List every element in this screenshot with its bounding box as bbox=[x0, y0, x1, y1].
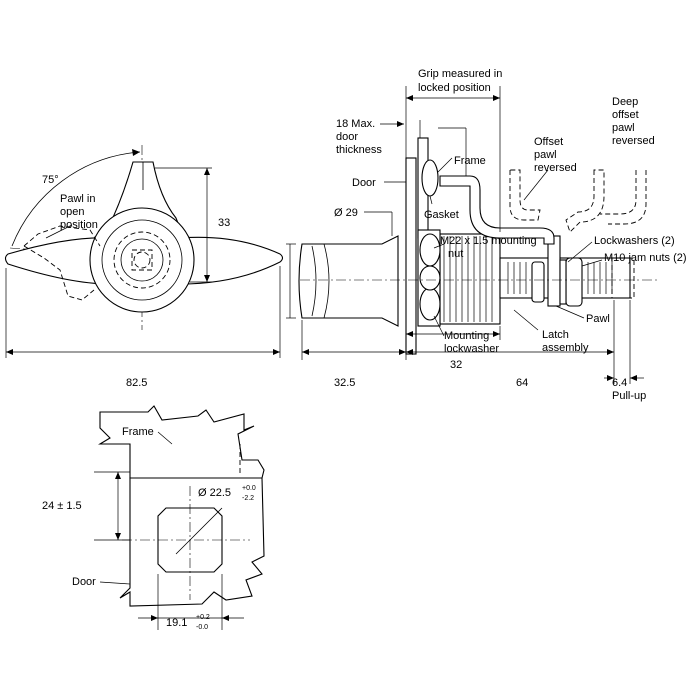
angle-label: 75° bbox=[42, 174, 59, 186]
tol-19-1-dn: -0.0 bbox=[196, 624, 208, 631]
front-view bbox=[4, 145, 284, 358]
m22-label-2: nut bbox=[448, 248, 463, 260]
pawl-label: Pawl bbox=[586, 313, 610, 325]
hub-ring bbox=[101, 219, 183, 301]
deep-label-1: Deep bbox=[612, 96, 638, 108]
dim-6-4-label: 6.4 bbox=[612, 377, 627, 389]
door-side-label: Door bbox=[352, 177, 376, 189]
mounting-label-1: Mounting bbox=[444, 330, 489, 342]
offset-label-3: reversed bbox=[534, 162, 577, 174]
door-thick-label-2: door bbox=[336, 131, 358, 143]
grip-label-2: locked position bbox=[418, 82, 491, 94]
key-slot bbox=[131, 249, 153, 271]
deep-offset-pawl-reversed bbox=[600, 170, 647, 225]
lockwashers-label: Lockwashers (2) bbox=[594, 235, 675, 247]
door-panel bbox=[405, 157, 417, 355]
latch-label-2: assembly bbox=[542, 342, 589, 354]
frame-side-label: Frame bbox=[454, 155, 486, 167]
m22-label-1: M22 x 1.5 mounting bbox=[440, 235, 537, 247]
body-threads bbox=[443, 236, 493, 322]
mounting-nut bbox=[419, 233, 441, 267]
pawl-arm bbox=[439, 175, 555, 245]
m10-label: M10 jam nuts (2) bbox=[604, 252, 687, 264]
dim-32-5-label: 32.5 bbox=[334, 377, 355, 389]
pawl-open-outline bbox=[23, 225, 101, 301]
lockwasher bbox=[559, 259, 567, 305]
mounting-label-2: lockwasher bbox=[444, 343, 499, 355]
offset-label-2: pawl bbox=[534, 149, 557, 161]
dim-64-label: 64 bbox=[516, 377, 528, 389]
jam-nut-2 bbox=[565, 257, 583, 307]
pawl bbox=[547, 235, 561, 307]
mounting-lockwasher bbox=[419, 287, 441, 321]
tol-19-1-up: +0.2 bbox=[196, 614, 210, 621]
pawl-open-label-2: open bbox=[60, 206, 84, 218]
tol-225-dn: -2.2 bbox=[242, 495, 254, 502]
shaft-end bbox=[611, 257, 635, 299]
hub-inner bbox=[120, 238, 164, 282]
shaft-threads bbox=[507, 262, 613, 294]
offset-label-1: Offset bbox=[534, 136, 563, 148]
dia225-label: Ø 22.5 bbox=[198, 487, 231, 499]
arc-arrowhead bbox=[132, 149, 140, 156]
side-view bbox=[286, 86, 660, 384]
jam-nut-1 bbox=[531, 261, 545, 303]
offset-pawl-reversed bbox=[509, 169, 541, 221]
pullup-label: Pull-up bbox=[612, 390, 646, 402]
hub-outer bbox=[89, 207, 195, 313]
dim-24-label: 24 ± 1.5 bbox=[42, 500, 82, 512]
knob-side bbox=[298, 235, 399, 327]
dim-82-5-label: 82.5 bbox=[126, 377, 147, 389]
frame-cut-panel bbox=[98, 405, 265, 479]
dim-19-1-label: 19.1 bbox=[166, 617, 187, 629]
deep-label-2: offset bbox=[612, 109, 639, 121]
gasket-label: Gasket bbox=[424, 209, 459, 221]
cutout-view bbox=[94, 405, 265, 630]
pawl-open-label-1: Pawl in bbox=[60, 193, 95, 205]
latch-label-1: Latch bbox=[542, 329, 569, 341]
rotation-arc bbox=[11, 151, 141, 247]
hub-hidden bbox=[113, 231, 171, 289]
door-thick-label-3: thickness bbox=[336, 144, 382, 156]
door-thick-label-1: 18 Max. bbox=[336, 118, 375, 130]
dim-32-label: 32 bbox=[450, 359, 462, 371]
pawl-open-label-3: position bbox=[60, 219, 98, 231]
deep-label-4: reversed bbox=[612, 135, 655, 147]
tol-225-up: +0.0 bbox=[242, 485, 256, 492]
dim-33-label: 33 bbox=[218, 217, 230, 229]
frame-cut-label: Frame bbox=[122, 426, 154, 438]
door-cut-label: Door bbox=[72, 576, 96, 588]
dia29-label: Ø 29 bbox=[334, 207, 358, 219]
hub-core bbox=[133, 251, 151, 269]
grip-label-1: Grip measured in bbox=[418, 68, 502, 80]
gasket bbox=[421, 159, 439, 197]
deep-label-3: pawl bbox=[612, 122, 635, 134]
